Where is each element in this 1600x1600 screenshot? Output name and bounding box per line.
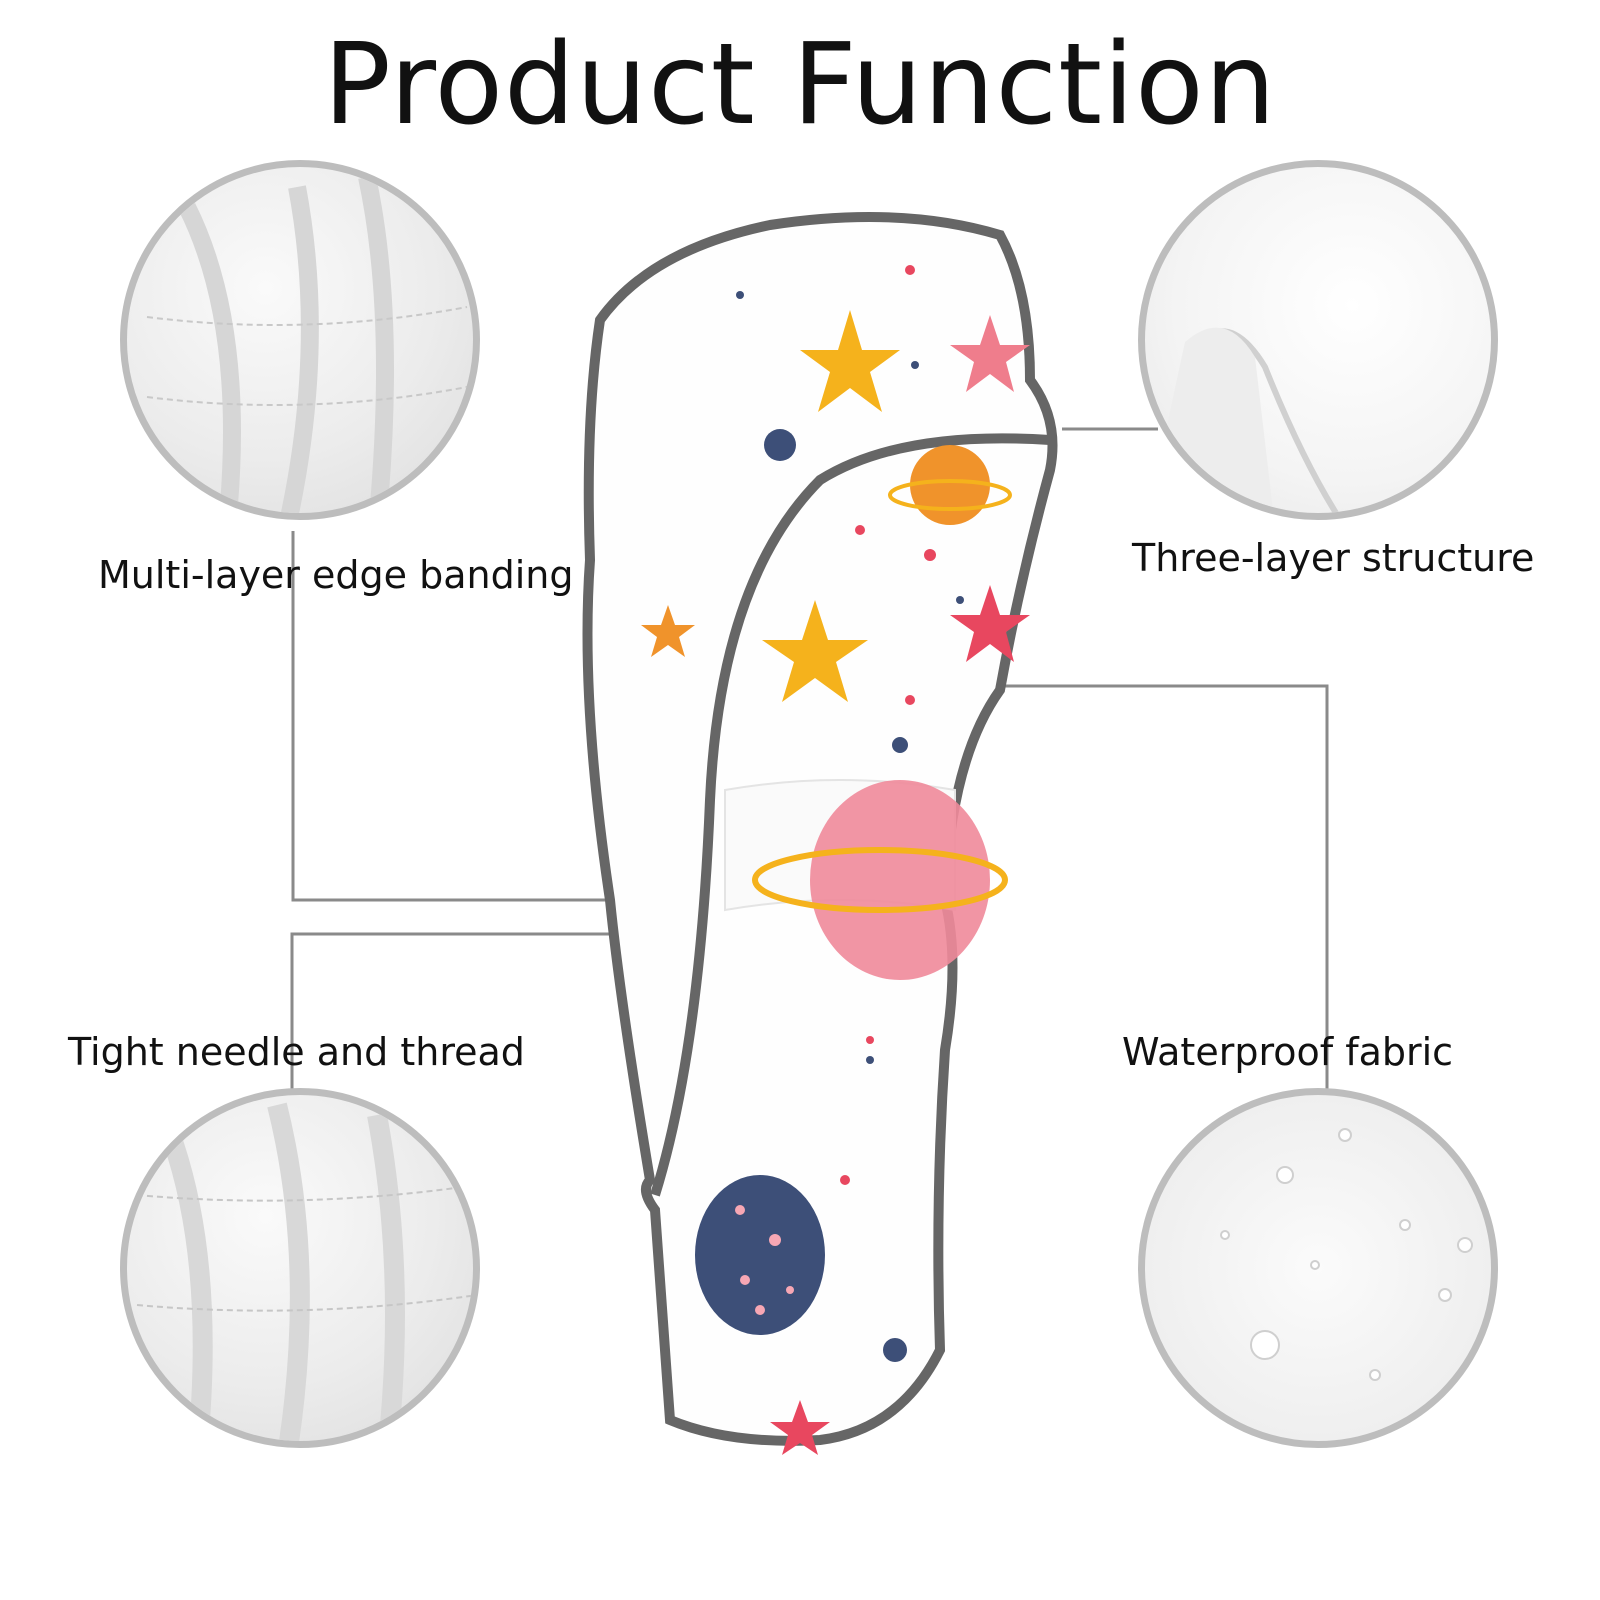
planet-navy-dots [735,1205,794,1315]
detail-circle-needle-thread [120,1088,480,1448]
star-icon [800,310,900,412]
connector-edge-banding [291,531,612,902]
planet-small-navy [764,429,796,461]
star-icon [641,605,695,657]
feature-label-waterproof: Waterproof fabric [1122,1030,1454,1074]
star-icon [762,600,868,702]
detail-circle-waterproof [1138,1088,1498,1448]
feature-label-three-layer: Three-layer structure [1132,536,1535,580]
feature-label-edge-banding: Multi-layer edge banding [98,553,574,597]
star-icon [950,315,1030,392]
fabric-fold-texture [146,175,468,513]
feature-label-needle-thread: Tight needle and thread [68,1030,525,1074]
star-pattern [641,310,1030,1455]
star-icon [770,1400,830,1455]
headcover-flap-edge [650,433,1051,1197]
planet-orange [910,445,990,525]
page-title: Product Function [323,20,1277,150]
connector-waterproof [925,684,1329,1089]
planet-pink [810,780,990,980]
planet-orange-ring [888,479,1012,511]
detail-circle-three-layer [1138,160,1498,520]
navy-dots [736,291,964,1064]
star-icon [950,585,1030,662]
water-droplets [1220,1128,1473,1381]
detail-circle-edge-banding [120,160,480,520]
planet-pink-ring [752,847,1008,913]
planet-small-navy [883,1338,907,1362]
confetti-dots [840,265,936,1185]
connector-needle-thread [290,932,612,1089]
stitch-texture [136,1102,473,1441]
planet-navy [695,1175,825,1335]
